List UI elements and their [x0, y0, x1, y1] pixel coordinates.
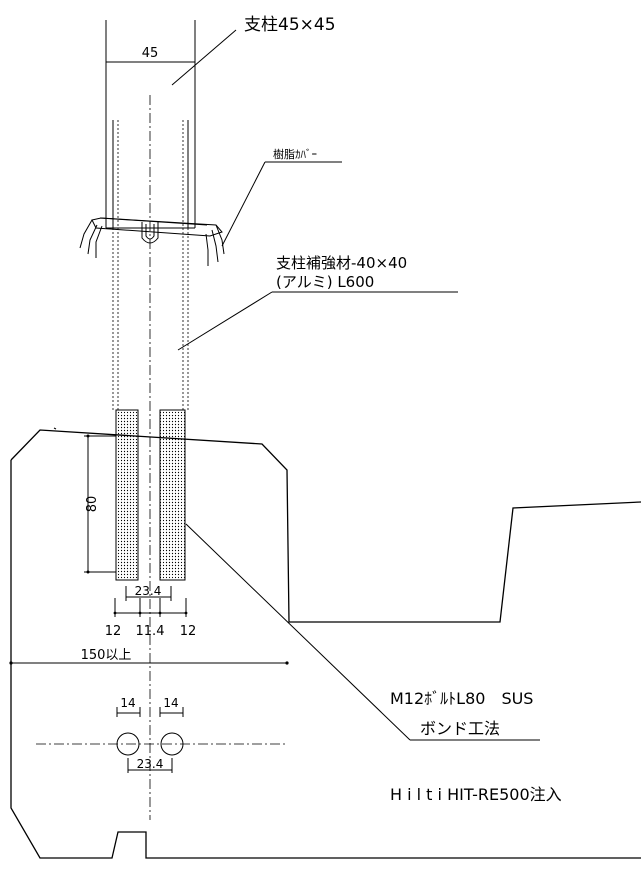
edge-distance-dimension: 150以上: [9, 648, 289, 665]
post-width-label: 45: [142, 46, 159, 61]
edge-distance-label: 150以上: [81, 648, 132, 663]
bolt-callout: M12ﾎﾞﾙﾄL80 SUS ボンド工法: [185, 523, 540, 741]
bolt-label-line1: M12ﾎﾞﾙﾄL80 SUS: [390, 689, 533, 708]
plan-view: 14 14 23.4: [36, 696, 285, 773]
dim-12-left-label: 12: [105, 624, 122, 639]
bolt-detail-dimension: 12 11.4 12: [105, 598, 197, 639]
resin-cover-callout: 樹脂ｶﾊﾞｰ: [221, 147, 342, 247]
dim-14-left-label: 14: [120, 696, 135, 710]
reinforcement-member: [112, 120, 189, 410]
bolt-label-line2: ボンド工法: [420, 719, 500, 738]
dim-11-4-label: 11.4: [136, 624, 165, 639]
resin-cover-label: 樹脂ｶﾊﾞｰ: [273, 147, 317, 161]
foundation-outline: [10, 427, 641, 859]
bolt-hole-right: [160, 732, 184, 756]
post-width-dimension: 45: [106, 46, 195, 63]
post-outline: [105, 20, 196, 229]
resin-cover: [79, 217, 225, 266]
reinforcement-callout: 支柱補強材-40×40 (アルミ) L600: [177, 254, 458, 351]
bolt-spacing-top-dimension: 23.4: [125, 584, 172, 601]
post-callout: 支柱45×45: [171, 15, 336, 86]
depth-dimension: 80: [84, 434, 116, 574]
injection-label: H i l t i HIT-RE500注入: [390, 785, 562, 804]
reinforcement-label-line1: 支柱補強材-40×40: [276, 254, 407, 272]
bolt-spacing-top-label: 23.4: [135, 584, 162, 598]
depth-label: 80: [85, 496, 100, 513]
post-label: 支柱45×45: [244, 15, 336, 35]
bolt-spacing-bottom-label: 23.4: [137, 757, 164, 771]
anchor-bolts: [115, 409, 186, 581]
dim-14-right-label: 14: [163, 696, 178, 710]
dim-12-right-label: 12: [180, 624, 197, 639]
reinforcement-label-line2: (アルミ) L600: [276, 273, 374, 291]
bolt-hole-left: [116, 732, 140, 756]
